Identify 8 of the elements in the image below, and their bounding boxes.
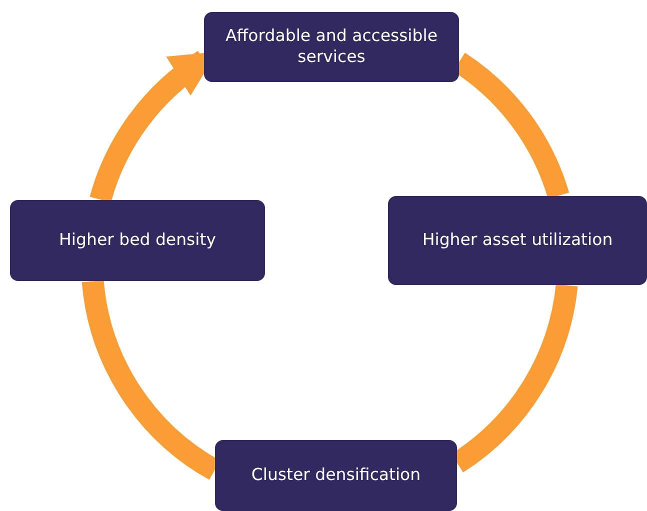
process-box [204, 12, 459, 82]
box-label: Higher asset utilization [422, 230, 613, 251]
process-box [10, 200, 265, 281]
box-label: Higher bed density [59, 230, 216, 251]
process-box [388, 196, 647, 285]
box-label: Cluster densification [251, 465, 421, 486]
box-label: Affordable and accessible services [224, 26, 438, 68]
process-box [215, 440, 457, 511]
